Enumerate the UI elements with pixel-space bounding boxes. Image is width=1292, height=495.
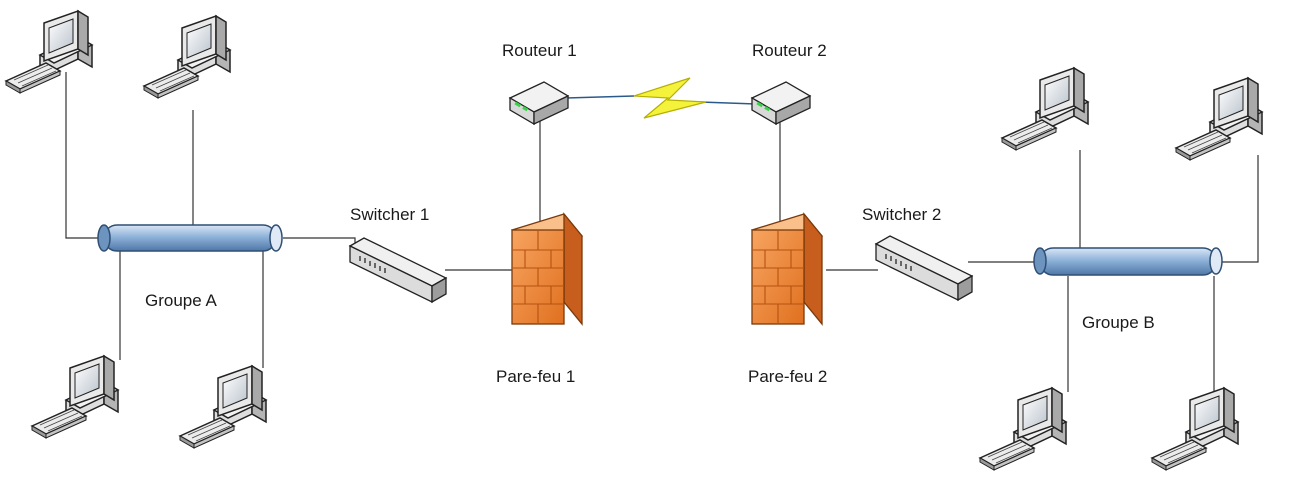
connections <box>65 72 1259 392</box>
pc-group-a-4-icon <box>179 365 267 449</box>
router-1-icon <box>509 81 569 125</box>
switch-1-label: Switcher 1 <box>350 205 429 224</box>
group-b-label: Groupe B <box>1082 313 1155 332</box>
pc-group-b-1-icon <box>1001 67 1089 151</box>
router-2-icon <box>751 81 811 125</box>
pc-group-a-1-icon <box>5 10 93 94</box>
pc-group-a-3-icon <box>31 355 119 439</box>
firewall-2-icon <box>751 213 823 325</box>
firewall-2-label: Pare-feu 2 <box>748 367 827 386</box>
group-a-label: Groupe A <box>145 291 217 310</box>
pc-group-b-2-icon <box>1175 77 1263 161</box>
firewall-1-icon <box>511 213 583 325</box>
router-1-label: Routeur 1 <box>502 41 577 60</box>
switch-1-icon <box>349 237 447 303</box>
pc-group-b-4-icon <box>1151 387 1239 471</box>
bus-group-b <box>1033 247 1223 276</box>
bus-group-a <box>97 224 283 252</box>
switch-2-icon <box>875 235 973 301</box>
router-2-label: Routeur 2 <box>752 41 827 60</box>
wan-link-icon <box>565 77 757 119</box>
firewall-1-label: Pare-feu 1 <box>496 367 575 386</box>
pc-group-a-2-icon <box>143 15 231 99</box>
switch-2-label: Switcher 2 <box>862 205 941 224</box>
pc-group-b-3-icon <box>979 387 1067 471</box>
